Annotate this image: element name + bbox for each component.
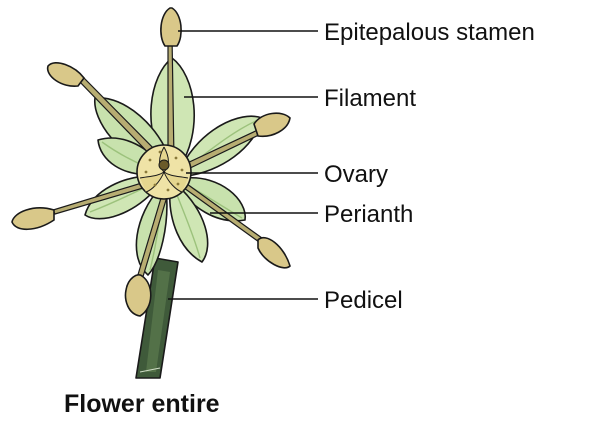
anther-top — [161, 8, 181, 46]
anther-upper-left — [48, 63, 84, 86]
label-pedicel: Pedicel — [324, 287, 403, 314]
ovary — [137, 145, 191, 199]
anther-lower-right — [258, 238, 290, 268]
label-perianth: Perianth — [324, 201, 413, 228]
label-ovary: Ovary — [324, 161, 388, 188]
diagram-caption: Flower entire — [64, 390, 220, 418]
anther-bottom — [126, 275, 151, 316]
anther-left — [12, 208, 54, 229]
label-filament: Filament — [324, 85, 416, 112]
label-epitepalous-stamen: Epitepalous stamen — [324, 19, 535, 46]
